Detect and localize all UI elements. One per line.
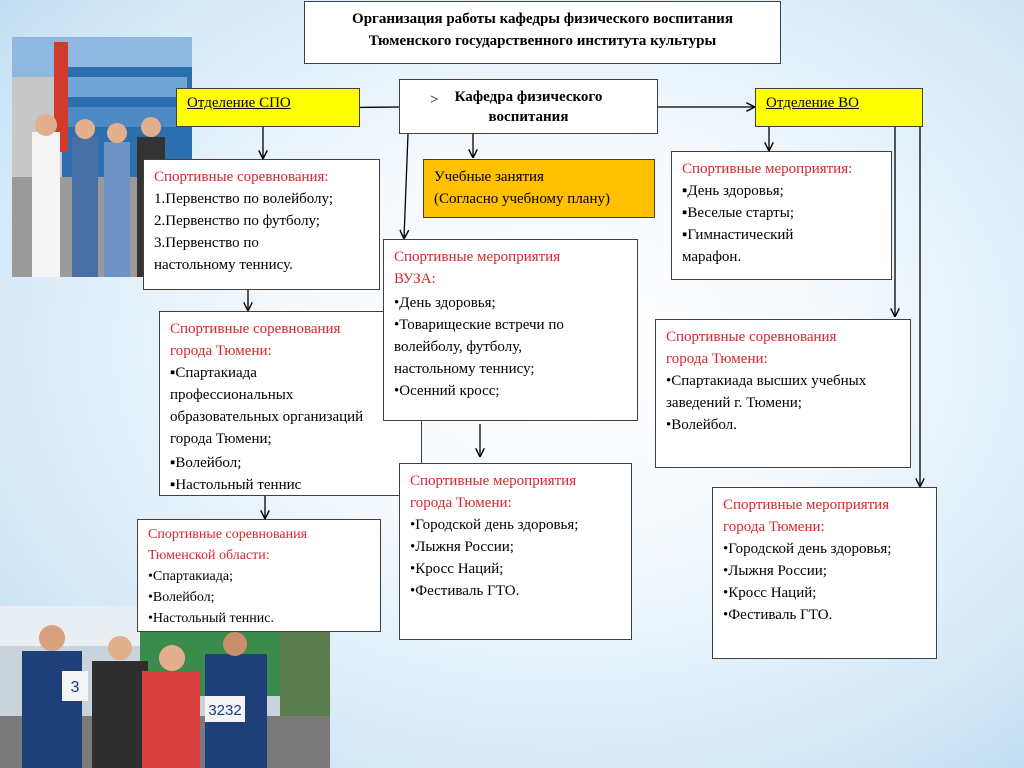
title-line-1: Организация работы кафедры физического в… [305, 8, 780, 30]
list-item: •Спартакиада; [148, 566, 370, 587]
list-item: ▪Волейбол; [170, 452, 411, 474]
list-item: •Фестиваль ГТО. [723, 604, 926, 626]
list-item: •Настольный теннис. [148, 608, 370, 629]
spo-region-competitions-box: Спортивные соревнования Тюменской област… [137, 519, 381, 632]
vo-city-events-heading-1: Спортивные мероприятия [723, 494, 926, 516]
vo-department-label: Отделение ВО [755, 88, 923, 127]
list-item: 2.Первенство по футболу; [154, 210, 369, 232]
list-item: настольному теннису; [394, 358, 627, 380]
list-item: ▪Настольный теннис [170, 474, 411, 496]
classes-line-1: Учебные занятия [434, 166, 644, 188]
list-item: ▪Спартакиада [170, 362, 411, 384]
spo-region-heading-2: Тюменской области: [148, 545, 370, 566]
center-city-heading-1: Спортивные мероприятия [410, 470, 621, 492]
department-mark: > [430, 90, 438, 110]
vo-events-heading: Спортивные мероприятия: [682, 158, 881, 180]
list-item: •Лыжня России; [723, 560, 926, 582]
list-item: •Кросс Наций; [410, 558, 621, 580]
list-item: заведений г. Тюмени; [666, 392, 900, 414]
list-item: •Лыжня России; [410, 536, 621, 558]
list-item: •Фестиваль ГТО. [410, 580, 621, 602]
list-item: ▪День здоровья; [682, 180, 881, 202]
university-events-box: Спортивные мероприятия ВУЗА: •День здоро… [383, 239, 638, 421]
spo-department-label: Отделение СПО [176, 88, 360, 127]
vo-label-text: Отделение ВО [766, 95, 859, 111]
vo-city-events-box: Спортивные мероприятия города Тюмени: •Г… [712, 487, 937, 659]
center-city-heading-2: города Тюмени: [410, 492, 621, 514]
list-item: •День здоровья; [394, 292, 627, 314]
list-item: 3.Первенство по [154, 232, 369, 254]
uni-events-heading-2: ВУЗА: [394, 268, 627, 290]
spo-competitions-heading: Спортивные соревнования: [154, 166, 369, 188]
list-item: 1.Первенство по волейболу; [154, 188, 369, 210]
list-item: настольному теннису. [154, 254, 369, 276]
list-item: марафон. [682, 246, 881, 268]
list-item: профессиональных [170, 384, 411, 406]
list-item: ▪Веселые старты; [682, 202, 881, 224]
list-item: •Осенний кросс; [394, 380, 627, 402]
list-item: •Городской день здоровья; [410, 514, 621, 536]
spo-city-heading-2: города Тюмени: [170, 340, 411, 362]
list-item: •Городской день здоровья; [723, 538, 926, 560]
page-title: Организация работы кафедры физического в… [304, 1, 781, 64]
spo-label-text: Отделение СПО [187, 95, 291, 111]
center-city-events-box: Спортивные мероприятия города Тюмени: •Г… [399, 463, 632, 640]
spo-region-heading-1: Спортивные соревнования [148, 524, 370, 545]
spo-city-heading-1: Спортивные соревнования [170, 318, 411, 340]
department-line-1: Кафедра физического [400, 87, 657, 107]
list-item: •Товарищеские встречи по [394, 314, 627, 336]
department-box: > Кафедра физического воспитания [399, 79, 658, 134]
vo-city-comp-heading-1: Спортивные соревнования [666, 326, 900, 348]
bib-number-2: 3232 [208, 702, 241, 719]
title-line-2: Тюменского государственного института ку… [305, 30, 780, 52]
uni-events-heading-1: Спортивные мероприятия [394, 246, 627, 268]
list-item: образовательных организаций [170, 406, 411, 428]
vo-events-box: Спортивные мероприятия: ▪День здоровья; … [671, 151, 892, 280]
department-line-2: воспитания [400, 107, 657, 127]
classes-line-2: (Согласно учебному плану) [434, 188, 644, 210]
list-item: ▪Гимнастический [682, 224, 881, 246]
list-item: волейболу, футболу, [394, 336, 627, 358]
list-item: •Волейбол. [666, 414, 900, 436]
list-item: •Волейбол; [148, 587, 370, 608]
list-item: города Тюмени; [170, 428, 411, 450]
vo-city-competitions-box: Спортивные соревнования города Тюмени: •… [655, 319, 911, 468]
list-item: •Кросс Наций; [723, 582, 926, 604]
list-item: •Спартакиада высших учебных [666, 370, 900, 392]
classes-box: Учебные занятия (Согласно учебному плану… [423, 159, 655, 218]
vo-city-comp-heading-2: города Тюмени: [666, 348, 900, 370]
spo-competitions-box: Спортивные соревнования: 1.Первенство по… [143, 159, 380, 290]
vo-city-events-heading-2: города Тюмени: [723, 516, 926, 538]
bib-number-1: 3 [71, 679, 80, 696]
